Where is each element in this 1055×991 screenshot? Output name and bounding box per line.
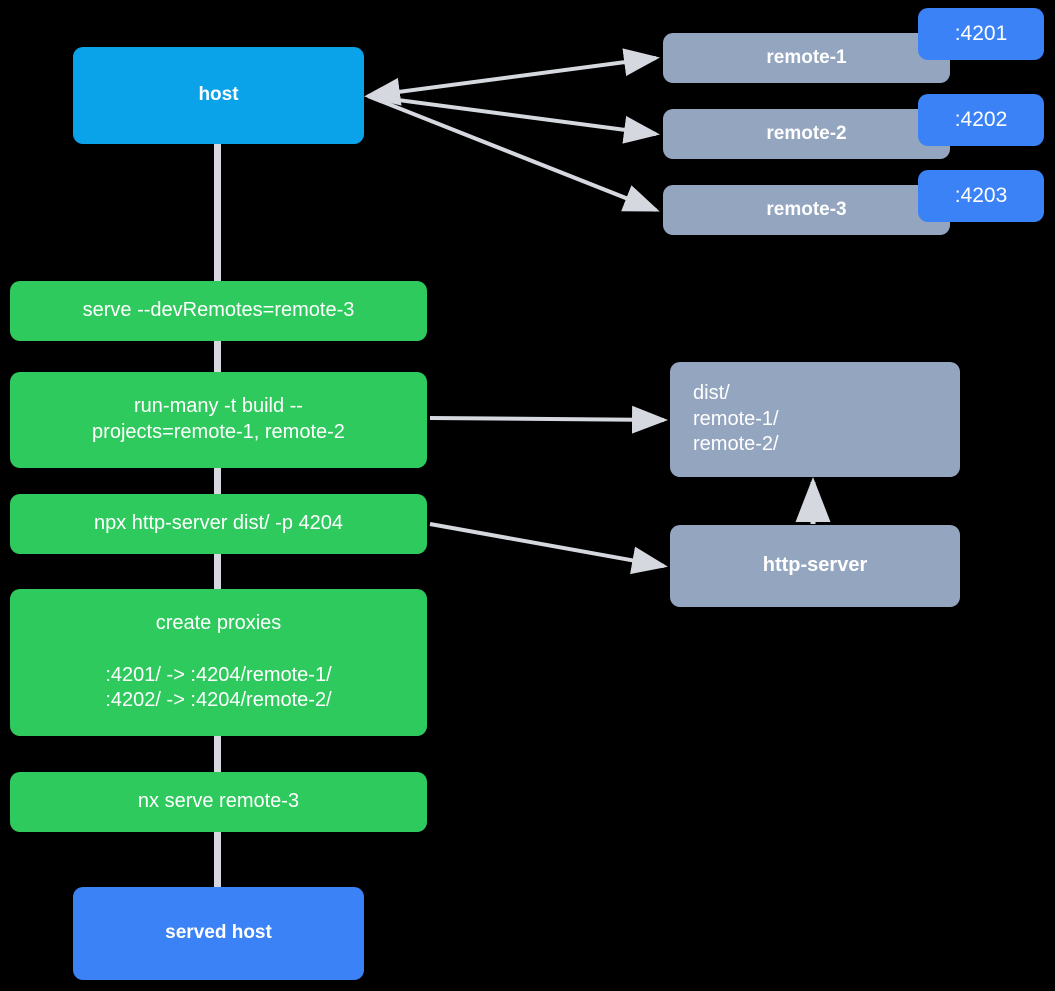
- node-remote-3[interactable]: remote-3: [663, 185, 950, 235]
- edge-host-to-remote-3: [367, 94, 660, 212]
- flow-connector-serve-to-runmany: [214, 337, 221, 377]
- node-http-server[interactable]: http-server: [670, 525, 960, 607]
- flow-connector-nxserve-to-served-host: [214, 827, 221, 891]
- node-remote-1[interactable]: remote-1: [663, 33, 950, 83]
- port-badge-remote-3[interactable]: :4203: [918, 170, 1044, 222]
- node-served-host[interactable]: served host: [73, 887, 364, 980]
- node-command-nx-serve-remote-3[interactable]: nx serve remote-3: [10, 772, 427, 832]
- flow-connector-httpserver-cmd-to-proxies: [214, 549, 221, 594]
- node-command-serve-devremotes[interactable]: serve --devRemotes=remote-3: [10, 281, 427, 341]
- flow-connector-proxies-to-nxserve: [214, 731, 221, 777]
- flow-connector-runmany-to-httpserver-cmd: [214, 463, 221, 499]
- edge-host-to-remote-2: [367, 94, 660, 144]
- edge-runmany-to-dist: [429, 405, 668, 434]
- node-dist-folder[interactable]: dist/ remote-1/ remote-2/: [670, 362, 960, 477]
- edge-host-to-remote-1: [364, 48, 660, 106]
- edge-npx-to-http-server: [429, 522, 668, 575]
- flow-connector-host-to-serve: [214, 140, 221, 286]
- node-host[interactable]: host: [73, 47, 364, 144]
- node-command-create-proxies[interactable]: create proxies :4201/ -> :4204/remote-1/…: [10, 589, 427, 736]
- port-badge-remote-1[interactable]: :4201: [918, 8, 1044, 60]
- port-badge-remote-2[interactable]: :4202: [918, 94, 1044, 146]
- node-command-npx-http-server[interactable]: npx http-server dist/ -p 4204: [10, 494, 427, 554]
- node-command-run-many-build[interactable]: run-many -t build -- projects=remote-1, …: [10, 372, 427, 468]
- node-remote-2[interactable]: remote-2: [663, 109, 950, 159]
